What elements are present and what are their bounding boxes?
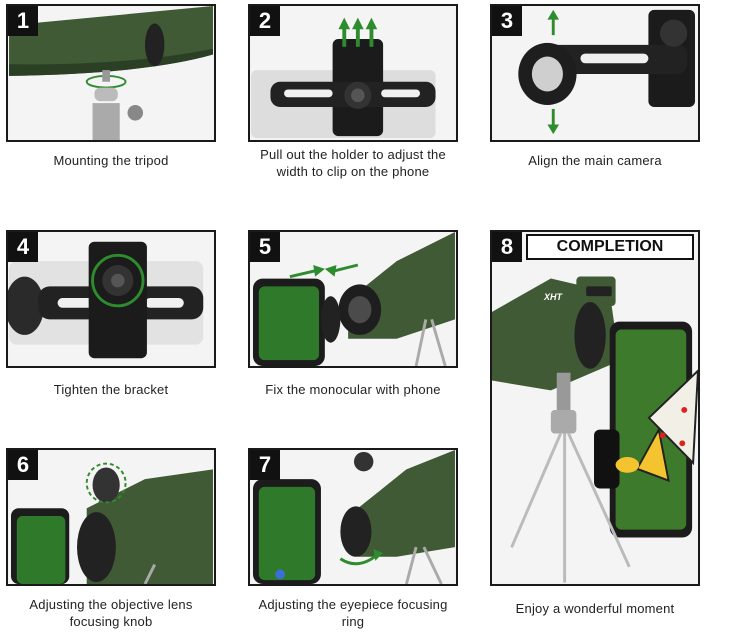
step-number: 3 <box>492 6 522 36</box>
step-1-caption: Mounting the tripod <box>53 153 169 168</box>
step-8-caption: Enjoy a wonderful moment <box>515 601 675 616</box>
step-8-panel: 8 COMPLETION XHT <box>490 230 700 586</box>
step-4-caption: Tighten the bracket <box>53 382 169 397</box>
step-4-panel: 4 <box>6 230 216 368</box>
monocular-attach-illustration <box>251 232 455 366</box>
eyepiece-focus-illustration <box>251 450 455 584</box>
step-number: 6 <box>8 450 38 480</box>
step-1-panel: 1 <box>6 4 216 142</box>
camera-alignment-illustration <box>493 6 697 140</box>
bracket-tightening-illustration <box>8 232 213 366</box>
step-number: 7 <box>250 450 280 480</box>
objective-focus-illustration <box>9 450 213 584</box>
tripod-mounting-illustration <box>9 6 213 140</box>
step-6-panel: 6 <box>6 448 216 586</box>
step-number: 4 <box>8 232 38 262</box>
step-number: 8 <box>492 232 522 262</box>
brand-label: XHT <box>544 292 562 302</box>
step-number: 2 <box>250 6 280 36</box>
step-5-panel: 5 <box>248 230 458 368</box>
step-number: 5 <box>250 232 280 262</box>
step-7-caption: Adjusting the eyepiece focusing ring <box>258 597 448 629</box>
step-3-panel: 3 <box>490 4 700 142</box>
step-7-panel: 7 <box>248 448 458 586</box>
completion-illustration <box>492 233 698 583</box>
step-2-panel: 2 <box>248 4 458 142</box>
step-3-caption: Align the main camera <box>528 153 662 168</box>
completion-label: COMPLETION <box>526 234 694 260</box>
step-5-caption: Fix the monocular with phone <box>265 382 441 397</box>
step-number: 1 <box>8 6 38 36</box>
holder-extension-illustration <box>251 6 455 140</box>
step-6-caption: Adjusting the objective lens focusing kn… <box>29 597 193 629</box>
step-2-caption: Pull out the holder to adjust the width … <box>260 147 446 179</box>
